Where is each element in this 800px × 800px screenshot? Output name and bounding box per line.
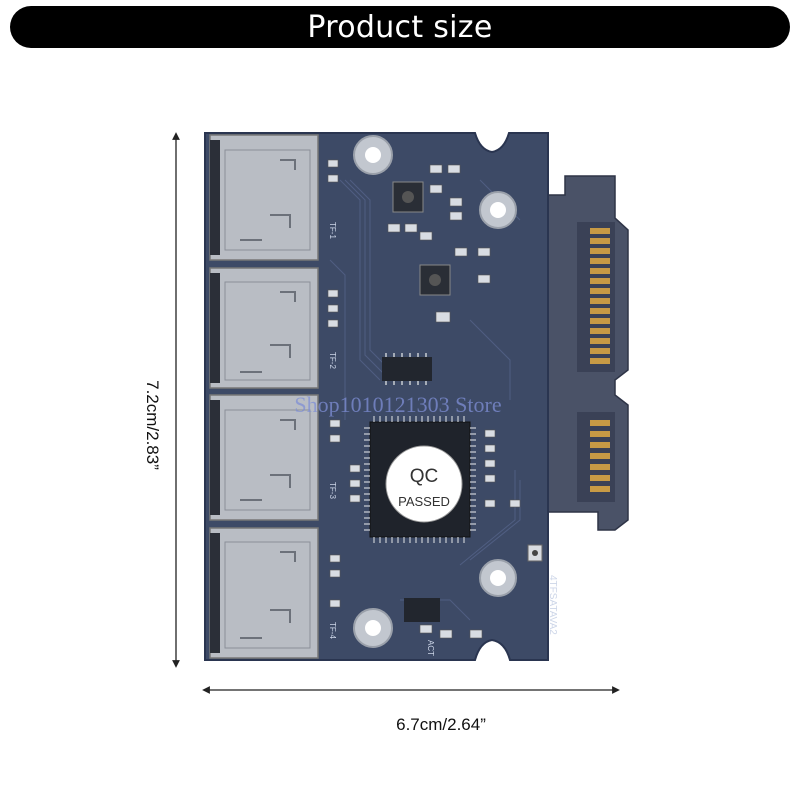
sata-gold-pins-data bbox=[590, 420, 610, 492]
lower-ic bbox=[404, 598, 440, 622]
inductor-1 bbox=[392, 181, 424, 213]
mounting-hole-bottom-right bbox=[479, 559, 517, 597]
small-ic bbox=[382, 353, 432, 385]
qc-label: QC bbox=[410, 466, 439, 487]
sata-gold-pins-power bbox=[590, 228, 610, 364]
act-label: ACT bbox=[426, 640, 435, 656]
qc-passed-sticker: QC PASSED bbox=[385, 445, 463, 523]
mounting-hole-mid bbox=[479, 191, 517, 229]
sata-connector bbox=[529, 175, 629, 531]
passed-label: PASSED bbox=[398, 494, 450, 509]
mounting-hole-top bbox=[353, 135, 393, 175]
height-dimension-label: 7.2cm/2.83” bbox=[143, 380, 162, 470]
slot-label-2: TF-2 bbox=[328, 352, 337, 369]
reset-button bbox=[527, 544, 543, 562]
title-banner: Product size bbox=[10, 6, 790, 48]
width-dimension-label: 6.7cm/2.64” bbox=[396, 715, 486, 734]
store-watermark: Shop1010121303 Store bbox=[294, 392, 501, 417]
model-label: 4TFSATAVA2 bbox=[547, 575, 558, 635]
slot-label-4: TF-4 bbox=[328, 622, 337, 639]
slot-label-3: TF-3 bbox=[328, 482, 337, 499]
tf-card-slot-2 bbox=[209, 267, 319, 389]
mounting-hole-bottom bbox=[353, 608, 393, 648]
pcb-traces bbox=[329, 179, 521, 621]
tf-card-slot-1 bbox=[209, 134, 319, 261]
tf-card-slot-4 bbox=[209, 527, 319, 659]
smd-components bbox=[327, 159, 521, 639]
page-title: Product size bbox=[307, 9, 493, 45]
slot-label-1: TF-1 bbox=[328, 222, 337, 239]
inductor-2 bbox=[419, 264, 451, 296]
tf-card-slot-3 bbox=[209, 394, 319, 521]
